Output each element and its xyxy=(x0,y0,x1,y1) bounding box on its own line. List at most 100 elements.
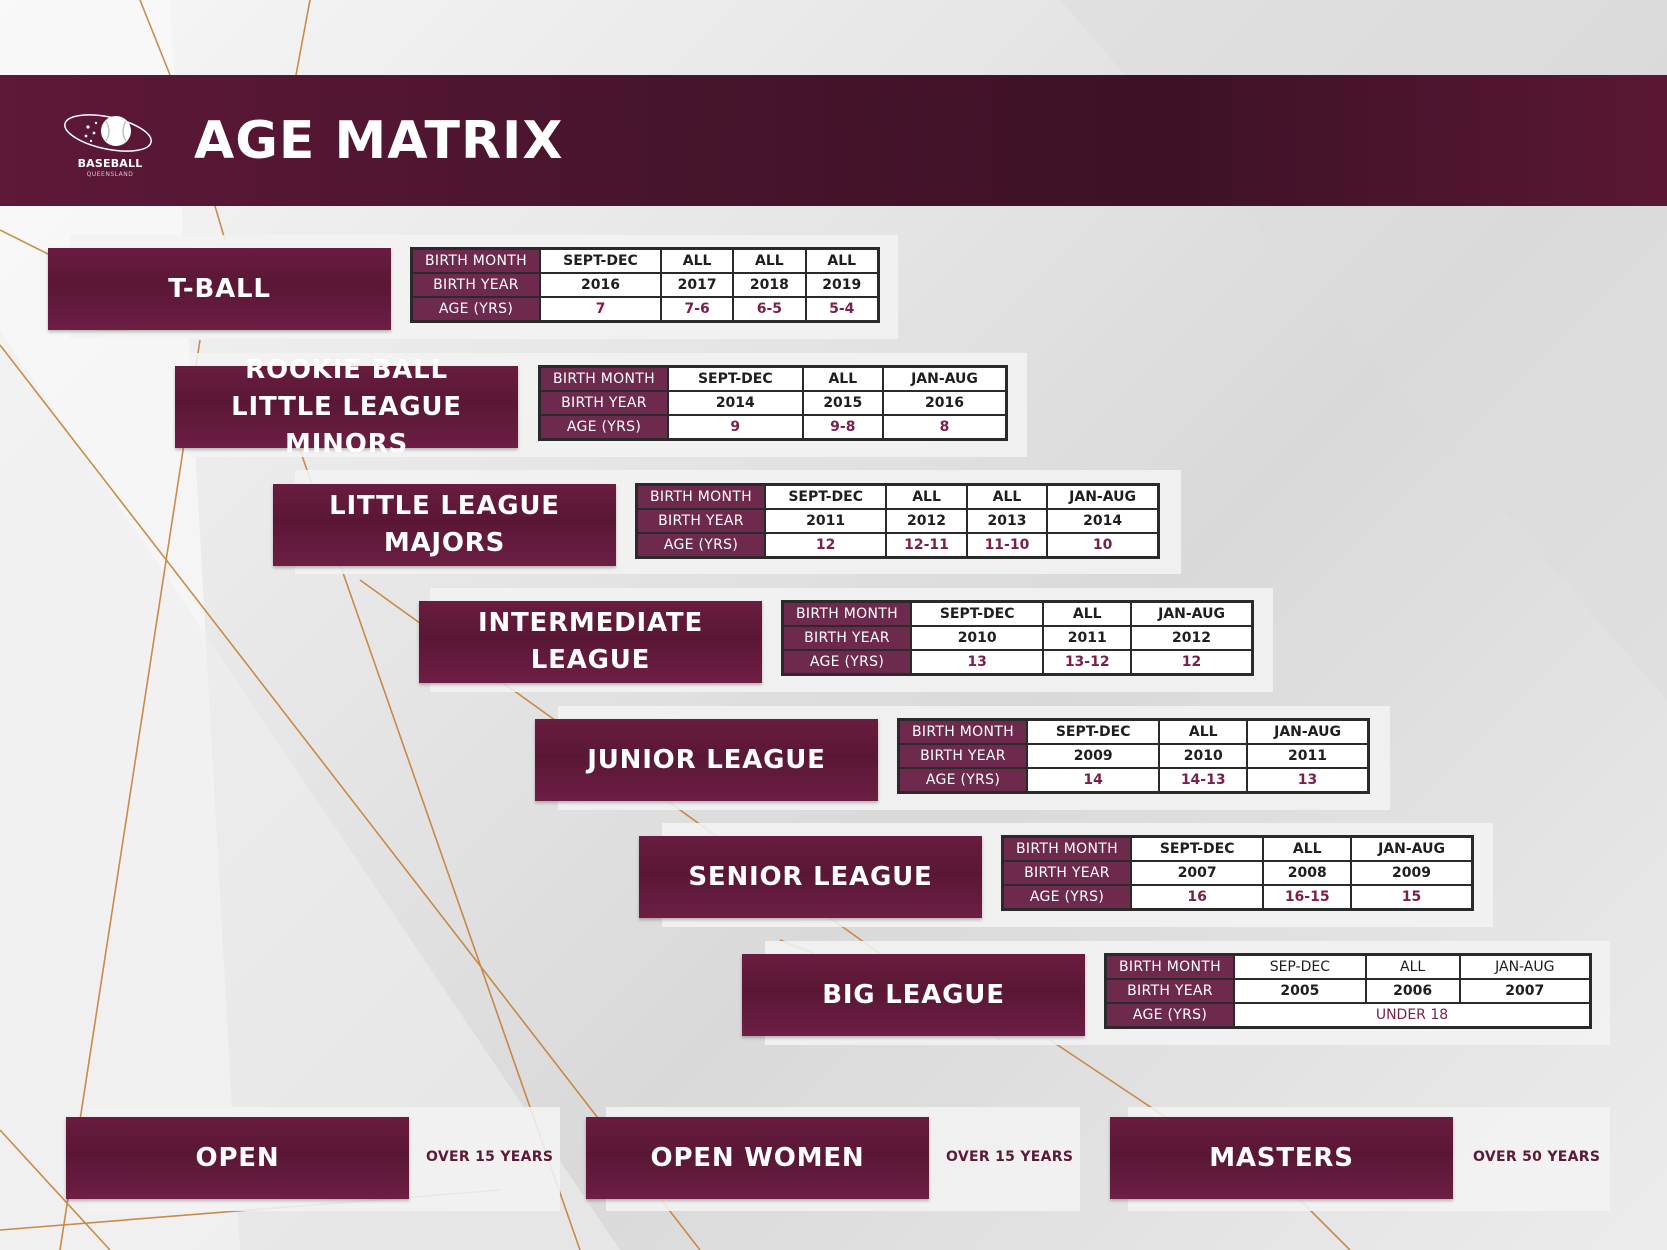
birth-month-cell: JAN-AUG xyxy=(1458,953,1592,980)
birth-year-label: BIRTH YEAR xyxy=(781,625,912,651)
league-name: JUNIOR LEAGUE xyxy=(587,744,826,775)
birth-month-cell: SEPT-DEC xyxy=(539,247,662,274)
birth-year-cell: 2009 xyxy=(1350,860,1474,886)
division-name: OPEN xyxy=(195,1142,280,1173)
birth-month-cell: JAN-AUG xyxy=(1046,483,1160,510)
birth-year-label: BIRTH YEAR xyxy=(1104,978,1235,1004)
age-cell: 7-6 xyxy=(659,296,735,323)
birth-month-cell: SEPT-DEC xyxy=(763,483,888,510)
age-cell: 11-10 xyxy=(965,532,1049,559)
birth-year-label: BIRTH YEAR xyxy=(897,743,1028,769)
birth-year-cell: 2019 xyxy=(804,272,880,298)
page-title: AGE MATRIX xyxy=(194,111,564,171)
birth-month-cell: ALL xyxy=(1158,718,1249,745)
birth-year-cell: 2017 xyxy=(659,272,735,298)
age-cell: 12-11 xyxy=(885,532,968,559)
birth-month-cell: SEPT-DEC xyxy=(909,600,1045,627)
birth-month-label: BIRTH MONTH xyxy=(781,600,912,627)
birth-year-label: BIRTH YEAR xyxy=(635,508,766,534)
age-cell: 9 xyxy=(667,414,804,441)
birth-month-label: BIRTH MONTH xyxy=(538,365,669,392)
birth-month-cell: ALL xyxy=(965,483,1049,510)
birth-month-cell: ALL xyxy=(1364,953,1461,980)
birth-month-cell: ALL xyxy=(659,247,735,274)
division-open: OPEN xyxy=(66,1117,409,1199)
birth-month-cell: SEPT-DEC xyxy=(667,365,804,392)
division-open-women: OPEN WOMEN xyxy=(586,1117,929,1199)
birth-month-cell: ALL xyxy=(1042,600,1133,627)
league-name: INTERMEDIATE LEAGUE xyxy=(477,608,704,675)
age-label: AGE (YRS) xyxy=(538,414,669,441)
header-banner: BASEBALL QUEENSLAND AGE MATRIX xyxy=(0,75,1667,206)
birth-month-cell: SEP-DEC xyxy=(1233,953,1367,980)
league-name: BIG LEAGUE xyxy=(822,979,1005,1010)
birth-month-cell: JAN-AUG xyxy=(882,365,1008,392)
division-note: OVER 15 YEARS xyxy=(946,1149,1074,1165)
birth-month-cell: SEPT-DEC xyxy=(1129,835,1265,862)
birth-month-label: BIRTH MONTH xyxy=(1104,953,1235,980)
birth-year-cell: 2014 xyxy=(667,390,804,416)
division-note: OVER 15 YEARS xyxy=(426,1149,554,1165)
league-name: T-BALL xyxy=(168,273,271,304)
league-tball: T-BALL xyxy=(48,248,391,330)
birth-year-cell: 2006 xyxy=(1364,978,1461,1004)
birth-month-label: BIRTH MONTH xyxy=(897,718,1028,745)
age-cell: 14-13 xyxy=(1158,767,1249,794)
age-cell: 9-8 xyxy=(801,414,885,441)
birth-year-label: BIRTH YEAR xyxy=(410,272,541,298)
baseball-queensland-logo xyxy=(64,114,152,152)
birth-year-cell: 2011 xyxy=(1042,625,1133,651)
division-note: OVER 50 YEARS xyxy=(1473,1149,1601,1165)
age-cell: 13-12 xyxy=(1042,649,1133,676)
birth-month-cell: ALL xyxy=(885,483,968,510)
division-name: OPEN WOMEN xyxy=(650,1142,865,1173)
age-cell: 15 xyxy=(1350,884,1474,911)
age-label: AGE (YRS) xyxy=(897,767,1028,794)
age-label: AGE (YRS) xyxy=(1001,884,1132,911)
birth-year-cell: 2007 xyxy=(1129,860,1265,886)
league-rookie-minors: ROOKIE BALL LITTLE LEAGUE MINORS xyxy=(175,355,518,459)
age-table-junior: BIRTH MONTH SEPT-DEC ALL JAN-AUG BIRTH Y… xyxy=(897,718,1370,794)
birth-month-cell: JAN-AUG xyxy=(1130,600,1254,627)
age-label: AGE (YRS) xyxy=(1104,1002,1235,1029)
age-cell: 6-5 xyxy=(732,296,807,323)
age-table-tball: BIRTH MONTH SEPT-DEC ALL ALL ALL BIRTH Y… xyxy=(410,247,880,323)
birth-year-cell: 2012 xyxy=(1130,625,1254,651)
division-name: MASTERS xyxy=(1209,1142,1354,1173)
birth-month-cell: ALL xyxy=(801,365,885,392)
logo-subtext: QUEENSLAND xyxy=(86,171,134,178)
league-name: SENIOR LEAGUE xyxy=(688,861,933,892)
league-intermediate: INTERMEDIATE LEAGUE xyxy=(419,601,762,683)
birth-year-cell: 2007 xyxy=(1458,978,1592,1004)
age-table-rookie-minors: BIRTH MONTH SEPT-DEC ALL JAN-AUG BIRTH Y… xyxy=(538,365,1008,441)
birth-year-cell: 2016 xyxy=(882,390,1008,416)
birth-year-label: BIRTH YEAR xyxy=(538,390,669,416)
age-cell: 16 xyxy=(1129,884,1265,911)
age-cell: 8 xyxy=(882,414,1008,441)
birth-month-label: BIRTH MONTH xyxy=(635,483,766,510)
age-cell: 10 xyxy=(1046,532,1160,559)
birth-month-cell: SEPT-DEC xyxy=(1025,718,1161,745)
birth-month-cell: ALL xyxy=(732,247,807,274)
league-junior: JUNIOR LEAGUE xyxy=(535,719,878,801)
age-cell: 5-4 xyxy=(804,296,880,323)
age-cell: 12 xyxy=(1130,649,1254,676)
birth-year-cell: 2011 xyxy=(1246,743,1370,769)
logo-text: BASEBALL xyxy=(77,157,143,170)
league-name-line-1: ROOKIE BALL xyxy=(245,354,448,385)
age-cell: 13 xyxy=(909,649,1045,676)
age-table-little-league-majors: BIRTH MONTH SEPT-DEC ALL ALL JAN-AUG BIR… xyxy=(635,483,1160,559)
age-cell: UNDER 18 xyxy=(1233,1002,1592,1029)
age-table-senior: BIRTH MONTH SEPT-DEC ALL JAN-AUG BIRTH Y… xyxy=(1001,835,1474,911)
birth-year-cell: 2011 xyxy=(763,508,888,534)
age-cell: 12 xyxy=(763,532,888,559)
league-senior: SENIOR LEAGUE xyxy=(639,836,982,918)
age-table-intermediate: BIRTH MONTH SEPT-DEC ALL JAN-AUG BIRTH Y… xyxy=(781,600,1254,676)
age-cell: 13 xyxy=(1246,767,1370,794)
age-label: AGE (YRS) xyxy=(781,649,912,676)
birth-year-cell: 2012 xyxy=(885,508,968,534)
birth-month-cell: ALL xyxy=(1262,835,1353,862)
age-cell: 16-15 xyxy=(1262,884,1353,911)
birth-year-cell: 2014 xyxy=(1046,508,1160,534)
age-cell: 7 xyxy=(539,296,662,323)
